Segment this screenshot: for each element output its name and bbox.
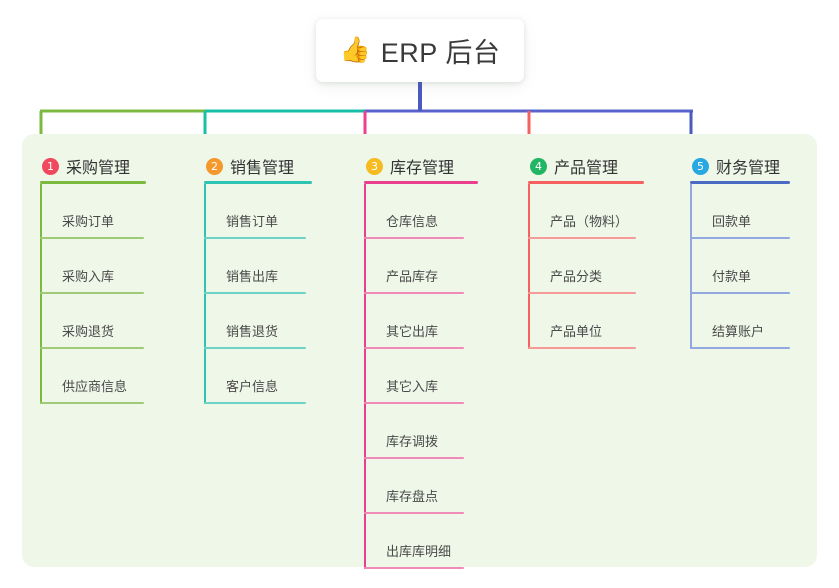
leaf-underline xyxy=(364,347,464,349)
leaf-label: 采购退货 xyxy=(62,324,115,339)
branch-title-purchase: 采购管理 xyxy=(66,160,131,177)
branch-number-badge-finance: 5 xyxy=(692,157,709,175)
branch-title-inventory: 库存管理 xyxy=(390,160,455,177)
leaf-item[interactable]: 付款单 xyxy=(690,239,790,294)
leaf-underline xyxy=(690,347,790,349)
leaf-underline xyxy=(690,237,790,239)
leaf-item[interactable]: 产品库存 xyxy=(364,239,464,294)
branch-column-purchase: 1 采购管理采购订单采购入库采购退货供应商信息 xyxy=(40,148,146,404)
branch-underline-inventory xyxy=(364,181,478,184)
branch-underline-product xyxy=(528,181,644,184)
leaf-underline xyxy=(204,347,306,349)
branch-number-badge-purchase: 1 xyxy=(42,157,59,175)
branch-number-badge-sales: 2 xyxy=(206,157,223,175)
leaf-item[interactable]: 销售退货 xyxy=(204,294,306,349)
root-title: ERP 后台 xyxy=(380,38,501,68)
leaf-underline xyxy=(204,292,306,294)
branch-header-sales[interactable]: 2 销售管理 xyxy=(204,148,312,184)
leaf-underline xyxy=(528,292,636,294)
branch-spine-product xyxy=(528,184,530,349)
leaf-item[interactable]: 库存调拨 xyxy=(364,404,464,459)
leaf-label: 出库库明细 xyxy=(386,544,452,559)
branch-spine-finance xyxy=(690,184,692,349)
leaf-underline xyxy=(40,402,144,404)
leaf-item[interactable]: 仓库信息 xyxy=(364,184,464,239)
leaf-underline xyxy=(364,292,464,294)
leaf-label: 销售退货 xyxy=(226,324,279,339)
root-node[interactable]: 👍 ERP 后台 xyxy=(316,19,524,82)
leaf-item[interactable]: 销售订单 xyxy=(204,184,306,239)
leaf-underline xyxy=(364,567,464,569)
leaf-label: 采购入库 xyxy=(62,269,115,284)
branch-underline-purchase xyxy=(40,181,146,184)
branch-column-finance: 5 财务管理回款单付款单结算账户 xyxy=(690,148,790,349)
leaf-label: 产品单位 xyxy=(550,324,603,339)
branch-column-inventory: 3 库存管理仓库信息产品库存其它出库其它入库库存调拨库存盘点出库库明细 xyxy=(364,148,478,569)
leaf-underline xyxy=(40,292,144,294)
leaf-label: 仓库信息 xyxy=(386,214,439,229)
leaf-item[interactable]: 销售出库 xyxy=(204,239,306,294)
leaf-item[interactable]: 产品分类 xyxy=(528,239,636,294)
leaf-label: 产品库存 xyxy=(386,269,439,284)
leaf-item[interactable]: 采购入库 xyxy=(40,239,144,294)
branch-underline-finance xyxy=(690,181,790,184)
branch-number-badge-product: 4 xyxy=(530,157,547,175)
leaf-underline xyxy=(528,347,636,349)
branch-title-sales: 销售管理 xyxy=(230,160,295,177)
leaf-underline xyxy=(364,512,464,514)
branches-panel xyxy=(22,134,817,567)
branch-header-product[interactable]: 4 产品管理 xyxy=(528,148,644,184)
leaf-underline xyxy=(528,237,636,239)
leaf-label: 产品分类 xyxy=(550,269,603,284)
leaf-item[interactable]: 产品（物料） xyxy=(528,184,636,239)
thumbs-up-icon: 👍 xyxy=(339,36,371,64)
branch-header-inventory[interactable]: 3 库存管理 xyxy=(364,148,478,184)
leaf-item[interactable]: 采购退货 xyxy=(40,294,144,349)
leaf-item[interactable]: 结算账户 xyxy=(690,294,790,349)
leaf-item[interactable]: 供应商信息 xyxy=(40,349,144,404)
branch-spine-inventory xyxy=(364,184,366,569)
leaf-label: 销售出库 xyxy=(226,269,279,284)
leaf-underline xyxy=(204,237,306,239)
leaf-label: 客户信息 xyxy=(226,379,279,394)
leaf-label: 回款单 xyxy=(712,214,752,229)
leaf-item[interactable]: 采购订单 xyxy=(40,184,144,239)
leaf-item[interactable]: 库存盘点 xyxy=(364,459,464,514)
branch-title-product: 产品管理 xyxy=(554,160,619,177)
branch-title-finance: 财务管理 xyxy=(716,160,781,177)
branch-column-product: 4 产品管理产品（物料） 产品分类产品单位 xyxy=(528,148,644,349)
branch-underline-sales xyxy=(204,181,312,184)
leaf-underline xyxy=(40,237,144,239)
leaf-item[interactable]: 其它出库 xyxy=(364,294,464,349)
leaf-item[interactable]: 回款单 xyxy=(690,184,790,239)
branch-spine-sales xyxy=(204,184,206,404)
branch-header-purchase[interactable]: 1 采购管理 xyxy=(40,148,146,184)
leaf-label: 结算账户 xyxy=(712,324,765,339)
leaf-label: 供应商信息 xyxy=(62,379,128,394)
branch-header-finance[interactable]: 5 财务管理 xyxy=(690,148,790,184)
leaf-item[interactable]: 客户信息 xyxy=(204,349,306,404)
branch-number-badge-inventory: 3 xyxy=(366,157,383,175)
leaf-underline xyxy=(204,402,306,404)
leaf-underline xyxy=(364,237,464,239)
branch-spine-purchase xyxy=(40,184,42,404)
leaf-underline xyxy=(364,402,464,404)
branch-column-sales: 2 销售管理销售订单销售出库销售退货客户信息 xyxy=(204,148,312,404)
leaf-label: 付款单 xyxy=(712,269,752,284)
leaf-underline xyxy=(690,292,790,294)
leaf-label: 产品（物料） xyxy=(550,214,629,229)
leaf-label: 其它入库 xyxy=(386,379,439,394)
leaf-underline xyxy=(40,347,144,349)
leaf-underline xyxy=(364,457,464,459)
leaf-label: 销售订单 xyxy=(226,214,279,229)
leaf-item[interactable]: 产品单位 xyxy=(528,294,636,349)
leaf-item[interactable]: 其它入库 xyxy=(364,349,464,404)
leaf-label: 库存盘点 xyxy=(386,489,439,504)
leaf-label: 采购订单 xyxy=(62,214,115,229)
leaf-label: 库存调拨 xyxy=(386,434,439,449)
leaf-item[interactable]: 出库库明细 xyxy=(364,514,464,569)
leaf-label: 其它出库 xyxy=(386,324,439,339)
